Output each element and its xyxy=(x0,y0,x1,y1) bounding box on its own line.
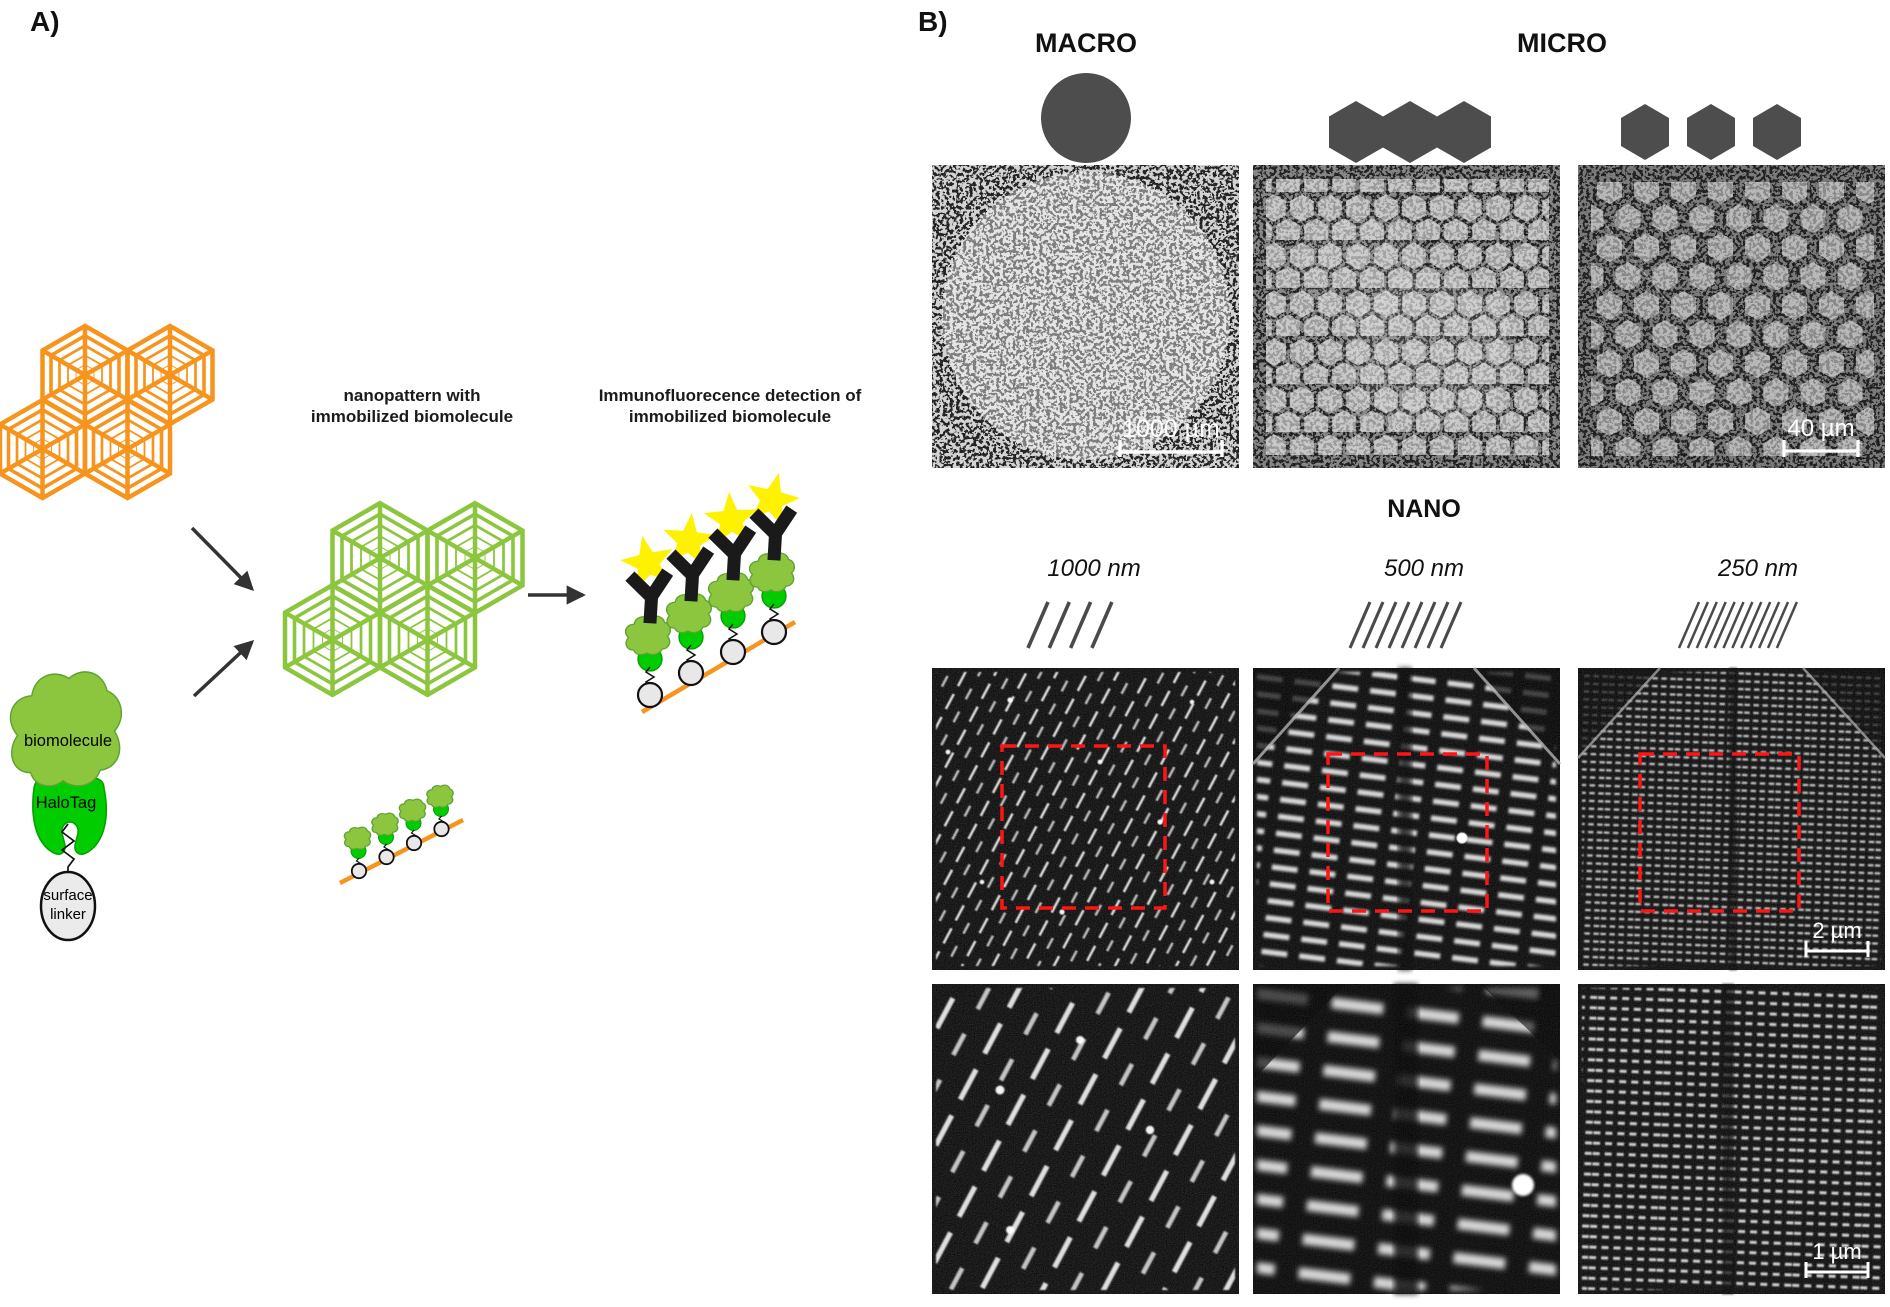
orange-nanopattern-cluster xyxy=(0,326,213,498)
biomolecule-blob xyxy=(10,672,121,786)
macro-disc-icon xyxy=(1041,73,1131,163)
macro-micrograph: 1000 µm xyxy=(932,165,1239,468)
caption-detection: Immunofluorecence detection of immobiliz… xyxy=(550,385,910,427)
caption-nanopattern-line1: nanopattern with xyxy=(343,386,481,405)
nano-250nm-overview: 2 µm xyxy=(1577,667,1886,970)
nano-label-250nm: 250 nm xyxy=(1717,555,1799,582)
nano-250nm-zoom-region-box xyxy=(1638,752,1801,913)
nano-500nm-zoom-region-box xyxy=(1326,752,1489,913)
nano-lines-icon-500nm xyxy=(1348,601,1463,649)
nano-label-500nm: 500 nm xyxy=(1383,555,1465,582)
arrow-pattern-to-nanopattern xyxy=(190,526,255,592)
nano-row2-scale-bar-label: 1 µm xyxy=(1812,1239,1861,1264)
macro-scale-bar-label: 1000 µm xyxy=(1122,415,1220,443)
panel-a-schematic xyxy=(0,0,805,942)
panel-a-label: A) xyxy=(30,6,60,37)
nano-1000nm-overview xyxy=(932,668,1239,970)
micro-scale-bar-label: 40 µm xyxy=(1787,415,1854,442)
linker-zigzag xyxy=(60,823,76,874)
surface-linker-label-line1: surface xyxy=(43,887,93,904)
micro-title: MICRO xyxy=(1517,28,1607,58)
halotag-label: HaloTag xyxy=(35,794,97,812)
caption-nanopattern: nanopattern with immobilized biomolecule xyxy=(252,385,572,427)
nano-row1-scale-bar-label: 2 µm xyxy=(1812,918,1861,943)
biomolecule-label: biomolecule xyxy=(23,732,113,750)
nano-row2-scale-bar: 1 µm xyxy=(1804,1239,1870,1278)
nano-1000nm-zoom-region-box xyxy=(1000,744,1167,910)
surface-linker-circle xyxy=(39,870,97,942)
nano-lines-icon-1000nm xyxy=(1026,601,1114,649)
nano-row1-scale-bar: 2 µm xyxy=(1804,918,1870,957)
nano-250nm-zoom: 1 µm xyxy=(1578,984,1885,1294)
immunofluorescence-illustration xyxy=(616,466,805,714)
micro-scale-bar: 40 µm xyxy=(1782,415,1860,457)
micro-micrograph-spaced: 40 µm xyxy=(1578,165,1885,468)
nano-title: NANO xyxy=(1387,495,1461,523)
nano-500nm-zoom xyxy=(1253,984,1560,1294)
surface-linker-label-line2: linker xyxy=(50,906,86,923)
caption-nanopattern-line2: immobilized biomolecule xyxy=(310,407,514,426)
panel-b-micrographs: 1000 µm 40 µm xyxy=(932,165,1886,1294)
mini-immobilized-pattern xyxy=(338,785,465,886)
macro-scale-bar: 1000 µm xyxy=(1118,415,1224,457)
micro-micrograph-dense xyxy=(1253,165,1560,468)
surface-linker-label: surface linker xyxy=(28,886,108,924)
macro-title: MACRO xyxy=(1035,28,1137,58)
panel-b-label: B) xyxy=(918,6,948,37)
nano-500nm-overview xyxy=(1251,666,1562,970)
arrow-biomolecule-to-nanopattern xyxy=(192,640,255,698)
green-nanopattern-cluster xyxy=(285,503,523,695)
biomolecule-construct xyxy=(10,672,121,942)
nano-1000nm-zoom xyxy=(932,984,1239,1294)
caption-detection-line1: Immunofluorecence detection of xyxy=(598,386,862,405)
nano-label-1000nm: 1000 nm xyxy=(1047,555,1141,582)
caption-detection-line2: immobilized biomolecule xyxy=(628,407,832,426)
nano-lines-icon-250nm xyxy=(1677,601,1799,649)
